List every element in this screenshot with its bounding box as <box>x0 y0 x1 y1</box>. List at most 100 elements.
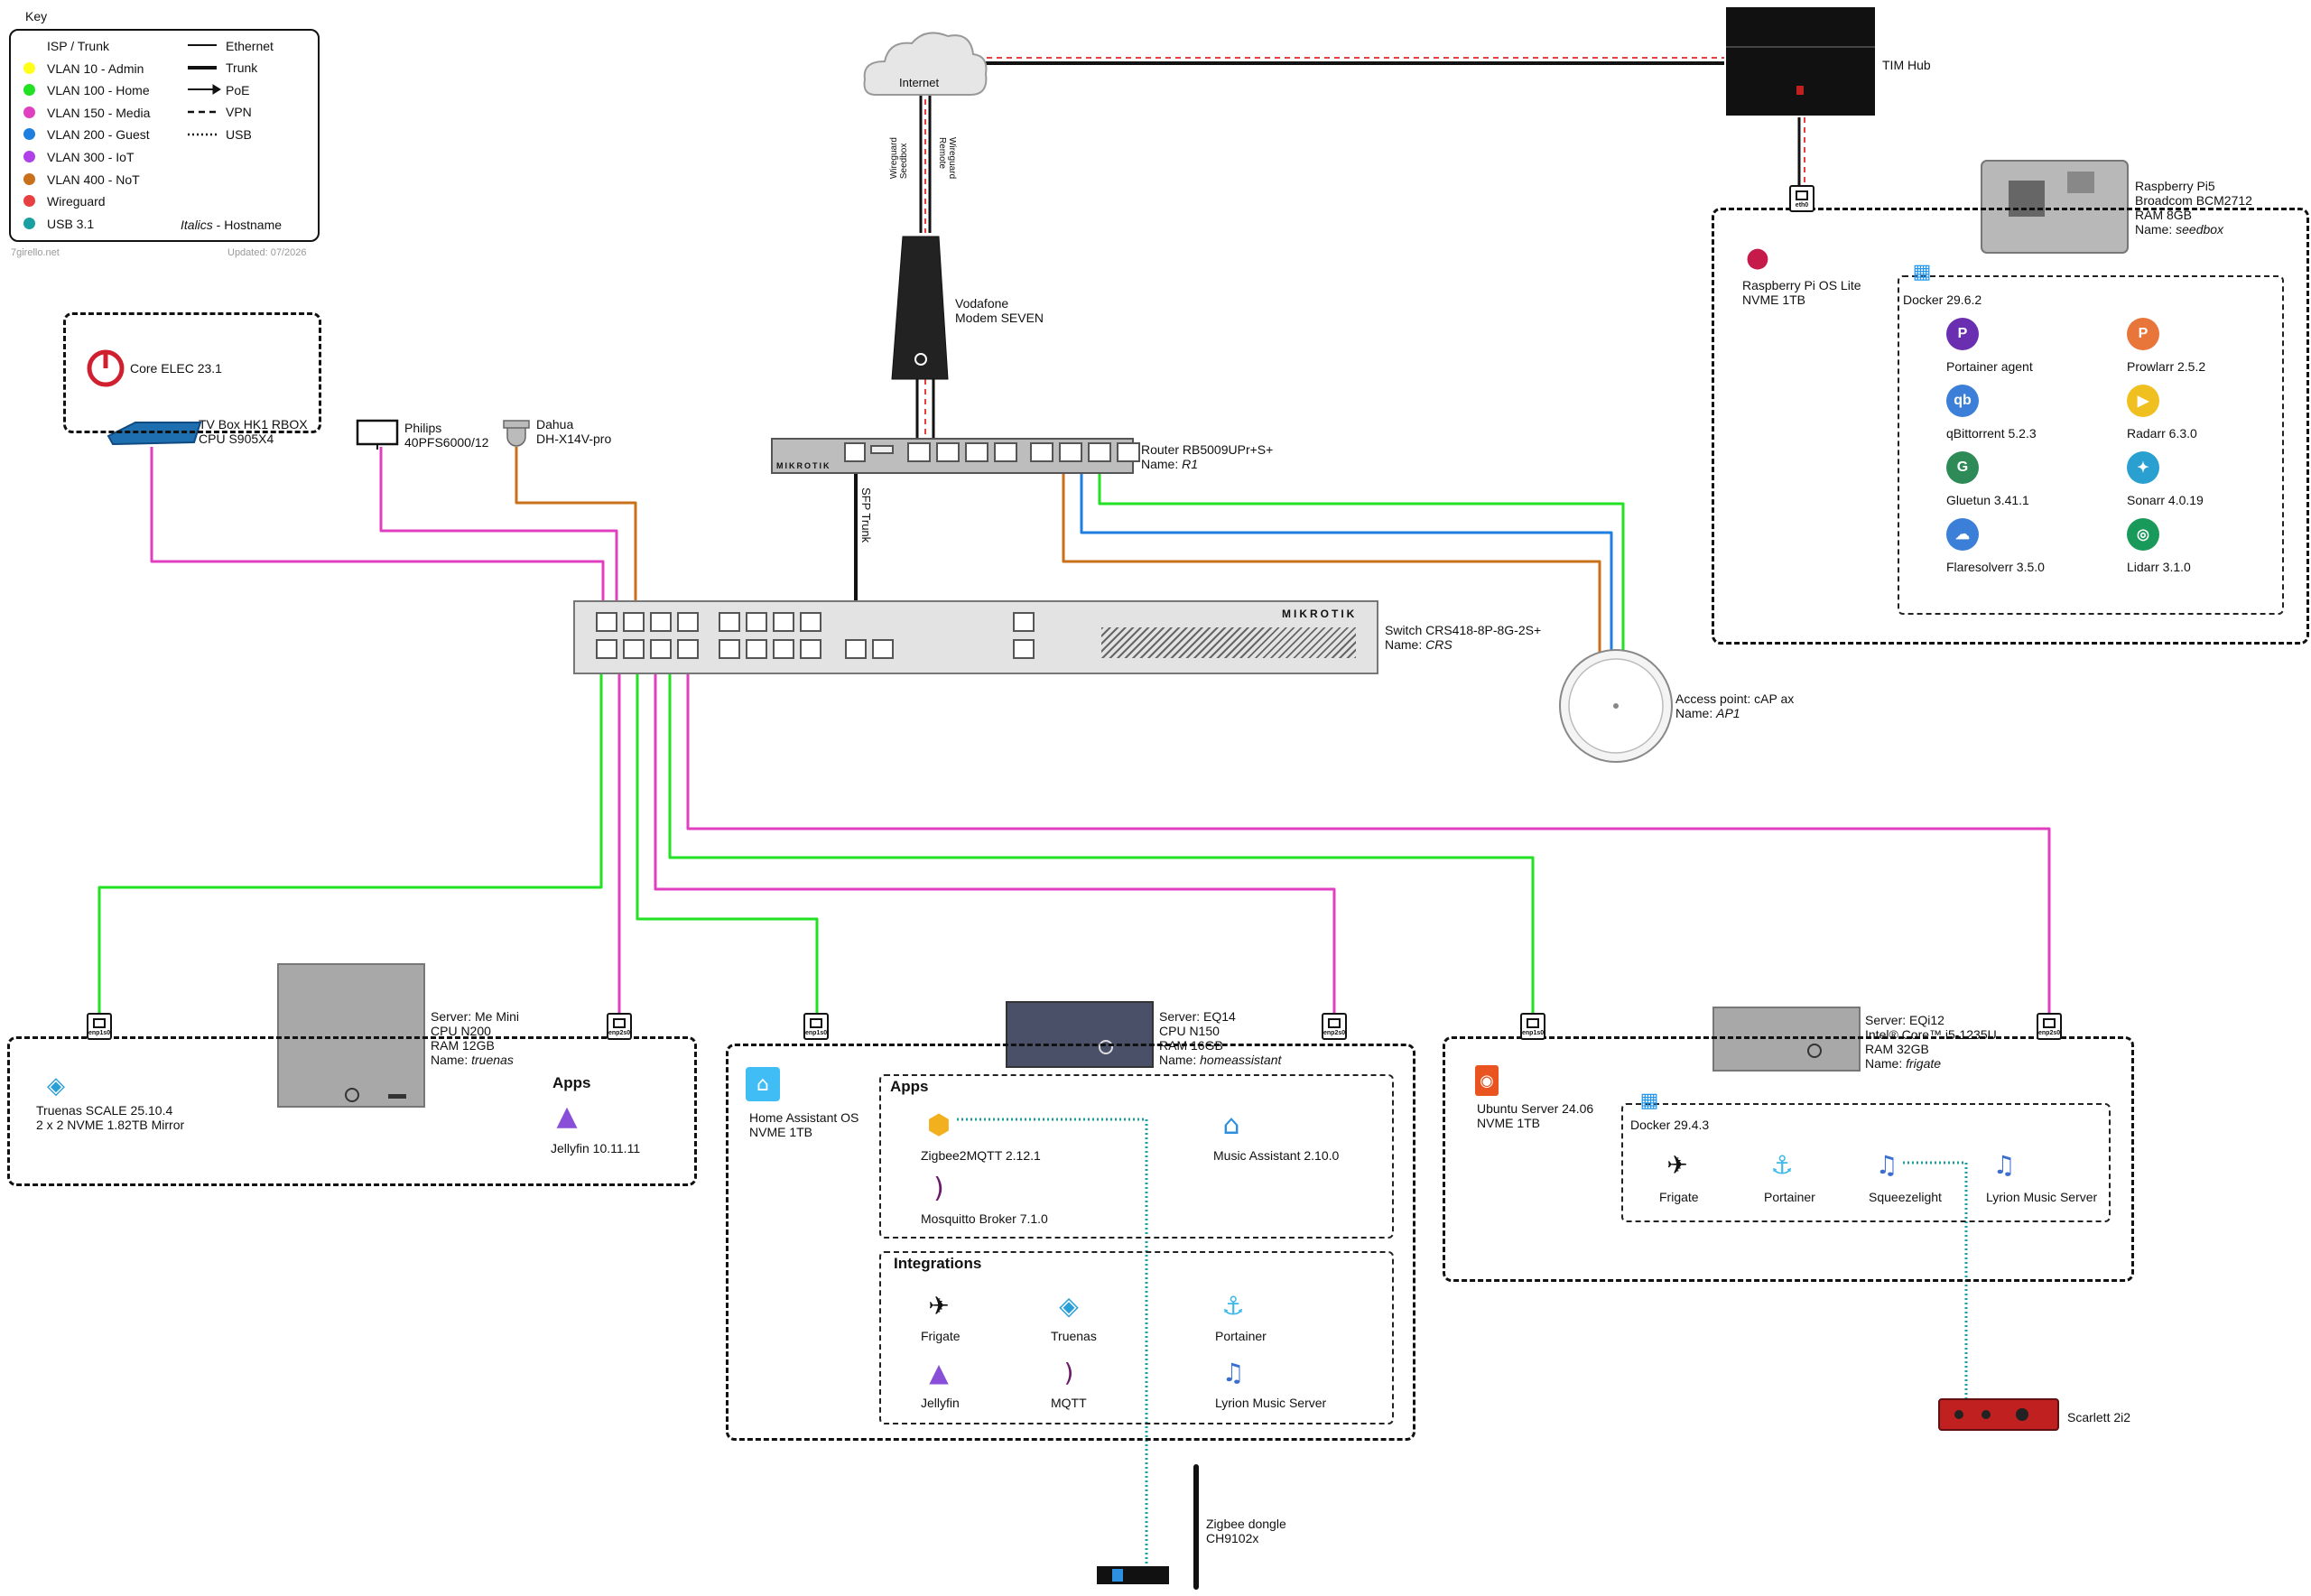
memini-device <box>277 963 425 1108</box>
wire-switch-eq14-2 <box>654 673 1336 1013</box>
sfp-trunk-label: SFP Trunk <box>859 487 873 543</box>
sfp-port <box>870 445 894 454</box>
integration-icon: ⚓ <box>1221 1290 1245 1321</box>
key-title: Key <box>25 9 48 23</box>
app-icon: P <box>1946 318 1979 350</box>
wire-router-ap-orange <box>1062 473 1601 657</box>
wire-usb-scarlett <box>1903 1161 1968 1401</box>
app-icon: P <box>2127 318 2159 350</box>
key-vlan-label: VLAN 200 - Guest <box>47 127 150 143</box>
wire-router-ap-green <box>1098 473 1625 657</box>
ethernet-port <box>677 639 699 659</box>
app-icon: ✈ <box>1666 1149 1688 1180</box>
key-legend <box>9 29 320 242</box>
docker-icon: ▦ <box>1639 1089 1659 1112</box>
tim-hub-device <box>1726 7 1875 116</box>
ethernet-port <box>994 442 1017 462</box>
app-label: Flaresolverr 3.5.0 <box>1946 560 2045 574</box>
key-vlan-label: USB 3.1 <box>47 216 95 231</box>
updated-label: Updated: 07/2026 <box>227 247 307 258</box>
truenas-icon: ◈ <box>47 1072 65 1100</box>
memini-port-1: enp1s0 <box>87 1013 112 1040</box>
eq14-group <box>726 1044 1415 1441</box>
integration-label: Truenas <box>1051 1329 1097 1343</box>
app-label: Portainer <box>1764 1190 1815 1204</box>
switch-label: Switch CRS418-8P-8G-2S+Name: CRS <box>1385 623 1542 652</box>
wire-modem-router <box>915 379 935 440</box>
internet-label: Internet <box>899 76 940 89</box>
integration-label: Lyrion Music Server <box>1215 1396 1327 1410</box>
integration-icon: ♫ <box>1221 1357 1245 1387</box>
app-label: Gluetun 3.41.1 <box>1946 493 2029 507</box>
app-label: Radarr 6.3.0 <box>2127 426 2197 441</box>
zigbee-dongle-device <box>1097 1566 1169 1584</box>
eq12-docker-label: Docker 29.4.3 <box>1630 1118 1710 1132</box>
key-color-dot <box>23 195 35 208</box>
switch-brand: MIKROTIK <box>1282 608 1358 620</box>
eq12-device <box>1712 1007 1861 1072</box>
integration-label: Jellyfin <box>921 1396 960 1410</box>
app-icon: ⌂ <box>1222 1109 1240 1141</box>
ethernet-port <box>623 612 645 632</box>
site-label: 7girello.net <box>11 247 60 258</box>
pi-eth0-port: eth0 <box>1789 185 1814 212</box>
app-label: Lidarr 3.1.0 <box>2127 560 2191 574</box>
integration-label: Frigate <box>921 1329 961 1343</box>
key-color-dot <box>23 84 35 97</box>
eq14-apps-group <box>879 1074 1394 1239</box>
app-label: qBittorrent 5.2.3 <box>1946 426 2037 441</box>
key-vlan-label: VLAN 150 - Media <box>47 105 151 120</box>
ethernet-port <box>844 442 866 462</box>
key-line-label: Trunk <box>226 60 258 75</box>
ethernet-port <box>719 612 740 632</box>
key-line-label: Ethernet <box>226 39 274 53</box>
eq12-docker-group <box>1621 1103 2111 1222</box>
docker-icon: ▦ <box>1912 260 1932 283</box>
integration-icon: ✈ <box>928 1290 950 1321</box>
ethernet-port <box>800 639 821 659</box>
pi-docker-group <box>1898 275 2284 615</box>
app-icon: ✦ <box>2127 451 2159 484</box>
tv-device <box>356 419 399 446</box>
key-line-label: USB <box>226 127 252 142</box>
wire-router-ap-blue <box>1080 473 1613 657</box>
app-label: Squeezelight <box>1869 1190 1942 1204</box>
wire-switch-eq14-1 <box>636 673 819 1013</box>
eq14-apps-title: Apps <box>890 1078 929 1095</box>
app-label: Mosquitto Broker 7.1.0 <box>921 1211 1048 1226</box>
ethernet-port <box>1088 442 1111 462</box>
app-label: Prowlarr 2.5.2 <box>2127 359 2206 374</box>
ethernet-port <box>936 442 960 462</box>
app-icon: qb <box>1946 385 1979 417</box>
integration-icon: ◈ <box>1059 1290 1079 1321</box>
app-icon: ♫ <box>1992 1149 2016 1180</box>
ethernet-port <box>1059 442 1082 462</box>
app-label: Lyrion Music Server <box>1986 1190 2098 1204</box>
app-label: Frigate <box>1659 1190 1699 1204</box>
memini-app-label: Jellyfin 10.11.11 <box>551 1141 641 1155</box>
tim-hub-label: TIM Hub <box>1882 58 1931 72</box>
key-color-dot <box>23 40 35 51</box>
app-icon: G <box>1946 451 1979 484</box>
ethernet-port <box>800 612 821 632</box>
app-icon: ▶ <box>2127 385 2159 417</box>
ubuntu-icon: ◉ <box>1475 1065 1499 1096</box>
cloud-icon <box>863 32 988 96</box>
ethernet-port <box>845 639 867 659</box>
router-brand: MIKROTIK <box>776 461 831 470</box>
home-assistant-icon: ⌂ <box>746 1067 780 1101</box>
wire-usb-zigbee <box>957 1118 1148 1571</box>
app-label: Music Assistant 2.10.0 <box>1213 1148 1340 1163</box>
wire-internet-modem <box>919 79 932 233</box>
key-vlan-label: VLAN 300 - IoT <box>47 150 135 164</box>
